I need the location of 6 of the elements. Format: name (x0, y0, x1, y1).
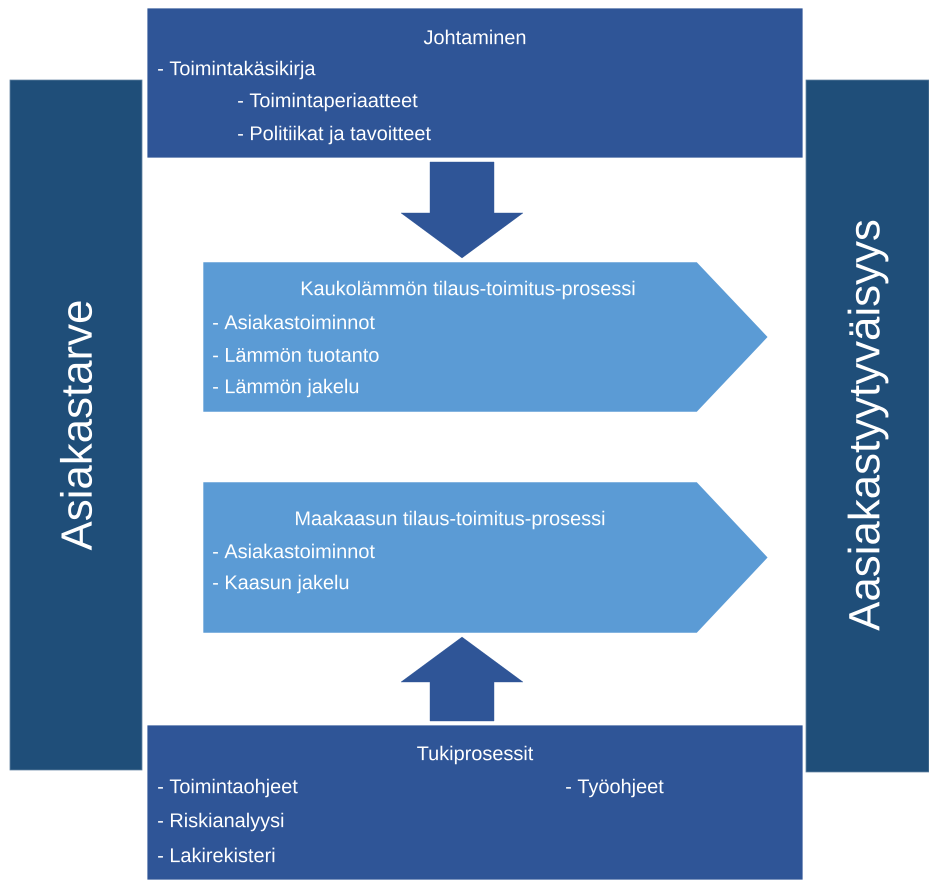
block-arrow (400, 636, 524, 722)
side-bar: Asiakastarve (10, 80, 142, 770)
process-box: Johtaminen - Toimintakäsikirja - Toimintaperiaatteet - Politiikat ja tavoitteet (146, 8, 804, 158)
block-arrow (400, 162, 524, 258)
side-bar: Aasiakastyytyväisyys (806, 80, 929, 772)
process-box: Tukiprosessit - Toimintaohjeet - Työohjeet - Riskianalyysi - Lakirekisteri (146, 724, 804, 880)
